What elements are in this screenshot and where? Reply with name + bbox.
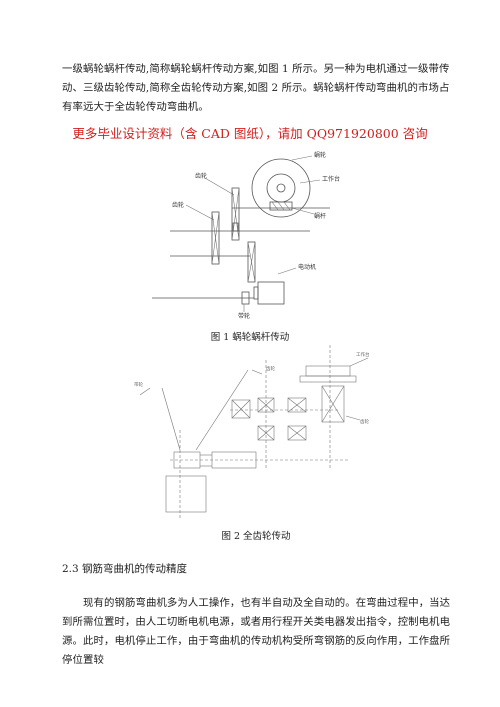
f2-label-gear-right: 齿轮 [360,418,369,425]
f2-gear-2 [257,397,275,413]
f2-gear-1 [231,399,251,419]
motor-body [257,281,285,305]
section-heading: 2.3 钢筋弯曲机的传动精度 [62,563,188,575]
label-belt-wheel: 带轮 [238,312,250,320]
gear-a-rect [231,187,240,241]
belt-wheel [241,291,250,305]
worm-wheel-inner [266,173,296,203]
f2-label-gear-top: 齿轮 [266,365,275,372]
worm-wheel-outer [251,158,311,218]
worm-wheel-center [276,183,286,193]
f2-motor [165,475,207,513]
figure-1-caption: 图 1 蜗轮蜗杆传动 [210,332,290,343]
label-motor: 电动机 [298,263,316,271]
gear-b-rect [211,211,220,265]
f2-belt [173,451,201,469]
label-worktable: 工作台 [322,175,340,183]
label-gear-a: 齿轮 [195,172,207,180]
label-gear-b: 齿轮 [172,201,184,209]
intro-paragraph: 一级蜗轮蜗杆传动,简称蜗轮蜗杆传动方案,如图 1 所示。另一种为电机通过一级带传… [62,63,450,113]
body-paragraph: 现有的钢筋弯曲机多为人工操作，也有半自动及全自动的。在弯曲过程中，当达到所需位置… [62,597,451,666]
f2-gear-3 [287,397,307,413]
worm-block [269,201,293,211]
f2-label-worktable: 工作台 [356,351,370,358]
f2-gear-4 [321,385,345,423]
f2-label-belt: 带轮 [134,381,143,388]
promo-line: 更多毕业设计资料（含 CAD 图纸），请加 QQ971920800 咨询 [72,126,428,141]
label-worm: 蜗杆 [314,212,326,220]
label-worm-wheel: 蜗轮 [314,151,326,159]
figure-2-caption: 图 2 全齿轮传动 [221,531,291,542]
f2-worktable [305,365,351,377]
